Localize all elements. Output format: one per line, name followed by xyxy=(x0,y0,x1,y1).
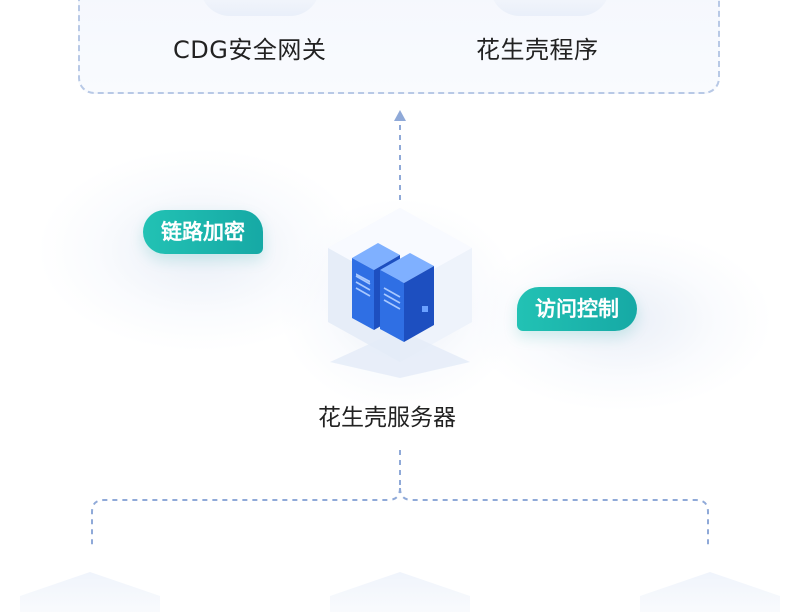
access-control-badge: 访问控制 xyxy=(517,287,637,331)
gateway-icon xyxy=(200,0,320,16)
program-icon xyxy=(490,0,610,16)
encrypt-badge: 链路加密 xyxy=(143,210,263,254)
program-label: 花生壳程序 xyxy=(476,36,599,64)
gateway-label: CDG安全网关 xyxy=(173,36,327,64)
arrow-up-icon xyxy=(394,110,406,121)
split-connector-right xyxy=(399,487,709,548)
top-group-panel xyxy=(78,0,720,94)
split-connector-left xyxy=(91,487,401,548)
server-label: 花生壳服务器 xyxy=(318,405,456,431)
server-rack-icon xyxy=(352,243,434,342)
